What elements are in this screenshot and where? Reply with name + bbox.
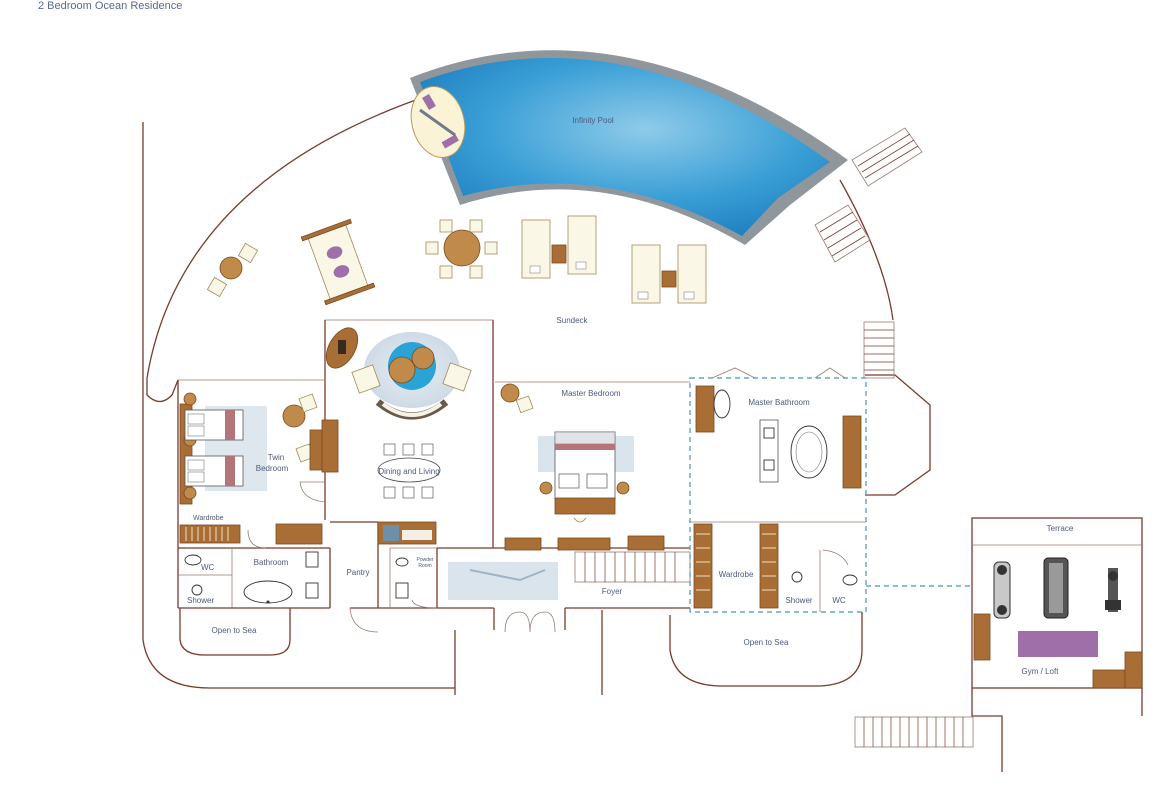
wardrobe-right bbox=[693, 523, 779, 609]
master-bedroom-label: Master Bedroom bbox=[561, 389, 620, 398]
master-bathroom-label: Master Bathroom bbox=[748, 398, 810, 407]
page-title: 2 Bedroom Ocean Residence bbox=[38, 0, 183, 12]
sundeck-label: Sundeck bbox=[556, 316, 588, 325]
outer-walls bbox=[142, 94, 931, 695]
dining-living-label: Dining and Living bbox=[378, 467, 439, 476]
stairs-right-side bbox=[863, 321, 895, 379]
powder-room-label-1: Powder bbox=[417, 557, 434, 563]
twin-bedroom-label-1: Twin bbox=[268, 453, 284, 462]
pool-daybed bbox=[410, 86, 466, 158]
sundeck-arc-right bbox=[839, 179, 894, 321]
living-dining bbox=[282, 319, 494, 548]
bathroom-label: Bathroom bbox=[254, 558, 289, 567]
bottom-right-curve bbox=[669, 612, 863, 687]
sundeck-arc-left bbox=[146, 94, 431, 379]
right-bay bbox=[865, 374, 931, 496]
wardrobe-left bbox=[179, 523, 323, 545]
foyer-label: Foyer bbox=[602, 587, 623, 596]
open-to-sea-right-label: Open to Sea bbox=[744, 638, 789, 647]
infinity-pool: Infinity Pool bbox=[410, 50, 848, 245]
sundeck-furniture bbox=[206, 215, 707, 306]
twin-bedroom-label-2: Bedroom bbox=[256, 464, 289, 473]
shower-right-label: Shower bbox=[785, 596, 812, 605]
master-bedroom bbox=[495, 381, 690, 523]
master-bathroom bbox=[689, 367, 972, 613]
stairs-upper-right bbox=[814, 127, 923, 263]
wardrobe-left-label: Wardrobe bbox=[193, 515, 224, 522]
wc-right-label: WC bbox=[832, 596, 846, 605]
powder-room-label-2: Room bbox=[418, 563, 431, 569]
shower-left-label: Shower bbox=[187, 596, 214, 605]
wardrobe-right-label: Wardrobe bbox=[719, 570, 754, 579]
open-to-sea-left-label: Open to Sea bbox=[212, 626, 257, 635]
infinity-pool-label: Infinity Pool bbox=[572, 116, 614, 125]
gym-loft bbox=[854, 517, 1143, 772]
gym-loft-label: Gym / Loft bbox=[1022, 667, 1060, 676]
wc-left-label: WC bbox=[201, 563, 215, 572]
terrace-label: Terrace bbox=[1047, 524, 1074, 533]
bottom-left-curve bbox=[142, 639, 455, 689]
foyer bbox=[437, 535, 691, 633]
twin-bedroom bbox=[146, 378, 326, 608]
pantry bbox=[330, 521, 438, 633]
open-to-sea-left-area bbox=[179, 608, 291, 656]
bathroom-left bbox=[178, 529, 331, 609]
pantry-label: Pantry bbox=[346, 568, 369, 577]
